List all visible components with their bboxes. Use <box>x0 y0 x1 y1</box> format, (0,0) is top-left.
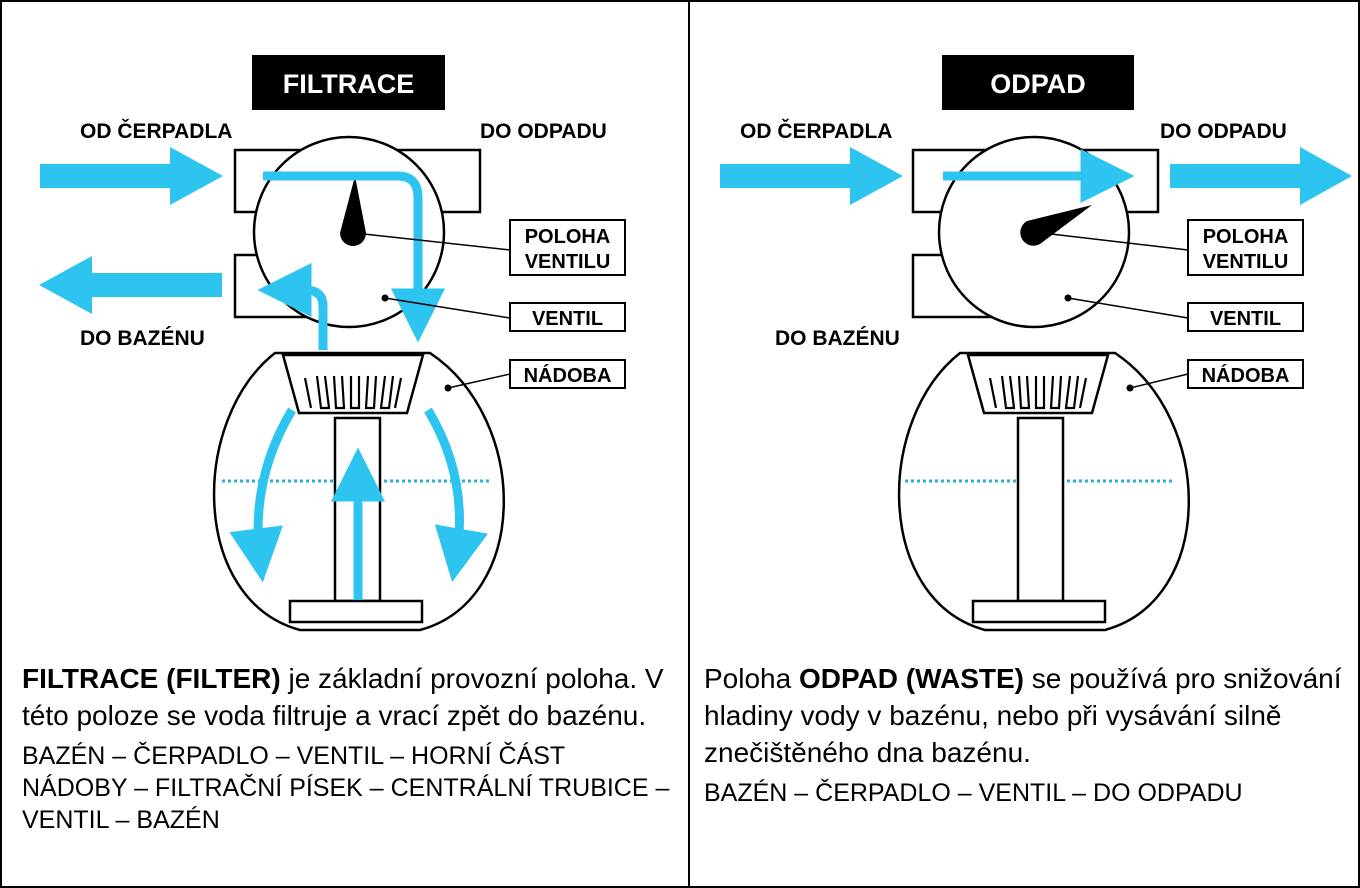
right-diffuser-slots <box>988 375 1088 410</box>
left-from-pump-label: OD ČERPADLA <box>80 119 232 143</box>
left-outlet-arrow <box>39 256 222 314</box>
right-to-waste-label: DO ODPADU <box>1160 120 1287 143</box>
left-valve-pointer <box>340 176 366 246</box>
right-description: Poloha ODPAD (WASTE) se používá pro sniž… <box>704 660 1344 771</box>
right-valve-position-line1: POLOHA <box>1203 226 1289 248</box>
right-valve-position-box <box>1187 219 1304 276</box>
right-description-rest: se používá pro snižování hladiny vody v … <box>704 663 1342 768</box>
right-valve-pointer <box>1020 205 1092 246</box>
left-description-rest: je základní provozní poloha. V této polo… <box>22 663 664 731</box>
left-mode-label-box <box>252 55 445 110</box>
left-valve-position-line1: POLOHA <box>525 226 611 248</box>
left-flow-arrows <box>229 171 489 600</box>
left-diffuser-slots <box>303 375 403 410</box>
left-description-bold: FILTRACE (FILTER) <box>22 663 281 694</box>
right-valve-position-line2: VENTILU <box>1203 251 1289 273</box>
right-leader-lines <box>1033 231 1189 389</box>
left-tank-box <box>509 359 626 389</box>
right-flow-path: BAZÉN – ČERPADLO – VENTIL – DO ODPADU <box>704 779 1243 807</box>
left-to-pool-label: DO BAZÉNU <box>80 327 205 350</box>
left-valve-position-line2: VENTILU <box>525 251 611 273</box>
left-leader-lines <box>354 232 511 389</box>
left-diagram: FILTRACE OD ČERPADLA DO ODPADU DO BAZÉNU <box>39 55 626 632</box>
right-tank-label: NÁDOBA <box>1202 364 1290 387</box>
right-valve-label: VENTIL <box>1210 308 1281 330</box>
right-from-pump-label: OD ČERPADLA <box>740 119 892 143</box>
right-collector <box>971 599 1107 624</box>
right-diffuser <box>966 353 1110 415</box>
left-inlet-arrow <box>40 147 223 205</box>
right-waste-arrow <box>1170 147 1352 205</box>
left-tank-dot <box>444 384 452 392</box>
right-description-block: Poloha ODPAD (WASTE) se používá pro sniž… <box>704 660 1344 809</box>
right-tank-box <box>1187 359 1304 389</box>
left-mode-label: FILTRACE <box>283 69 414 99</box>
right-inlet-arrow <box>720 147 903 205</box>
right-valve-box <box>1187 302 1304 332</box>
left-description: FILTRACE (FILTER) je základní provozní p… <box>22 660 672 734</box>
right-description-bold: ODPAD (WASTE) <box>798 663 1024 694</box>
right-tank-dot <box>1126 384 1134 392</box>
right-mode-label: ODPAD <box>990 69 1086 99</box>
left-to-waste-label: DO ODPADU <box>480 120 607 143</box>
left-tank-label: NÁDOBA <box>524 364 612 387</box>
left-valve-position-box <box>509 219 626 276</box>
right-description-prefix: Poloha <box>704 663 799 694</box>
left-description-block: FILTRACE (FILTER) je základní provozní p… <box>22 660 672 836</box>
left-diffuser <box>281 353 425 415</box>
right-mode-label-box <box>942 55 1134 110</box>
left-valve-label: VENTIL <box>532 308 603 330</box>
left-valve-box <box>509 302 626 332</box>
right-diagram: ODPAD OD ČERPADLA DO ODPADU DO BAZÉNU <box>720 55 1352 632</box>
right-to-pool-label: DO BAZÉNU <box>775 327 900 350</box>
right-center-tube <box>1016 416 1065 603</box>
left-flow-path: BAZÉN – ČERPADLO – VENTIL – HORNÍ ČÁST N… <box>22 742 670 834</box>
left-collector <box>288 599 424 624</box>
